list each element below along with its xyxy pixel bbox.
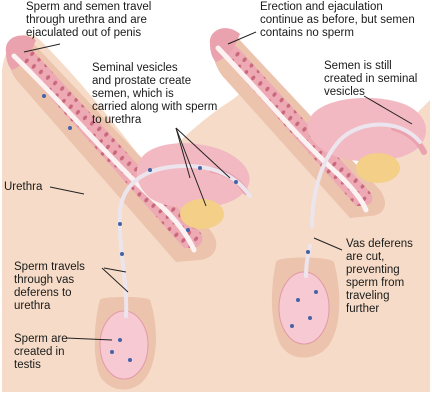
glans-before <box>5 35 36 70</box>
testis-after <box>278 271 330 345</box>
label-ejaculation-before: Sperm and semen travel through urethra a… <box>26 1 152 39</box>
label-semen-still-created: Semen is still created in seminal vesicl… <box>324 60 418 98</box>
glans-after <box>209 28 240 62</box>
label-urethra: Urethra <box>4 181 43 193</box>
body-after <box>209 28 430 392</box>
sperm-after <box>290 250 318 328</box>
label-sperm-travels: Sperm travels through vas deferens to ur… <box>14 261 85 312</box>
label-vas-cut: Vas deferens are cut, preventing sperm f… <box>346 238 413 315</box>
prostate-before <box>180 199 224 229</box>
testis-before <box>99 310 149 380</box>
vas-deferens-before <box>117 163 252 318</box>
sperm-before <box>42 94 238 362</box>
vas-deferens-upper-after <box>310 122 422 228</box>
leader-lines <box>23 31 413 341</box>
seminal-vesicle-after <box>391 125 427 155</box>
urethra-after <box>215 45 369 213</box>
vas-deferens-lower-after <box>304 244 312 278</box>
label-ejaculation-after: Erection and ejaculation continue as bef… <box>260 1 415 39</box>
body-before <box>2 34 262 392</box>
prostate-after <box>356 153 400 183</box>
label-seminal-vesicles: Seminal vesicles and prostate create sem… <box>92 62 218 126</box>
label-sperm-created: Sperm are created in testis <box>14 333 68 371</box>
erectile-tissue-after <box>226 44 373 206</box>
bladder-before <box>136 143 250 209</box>
